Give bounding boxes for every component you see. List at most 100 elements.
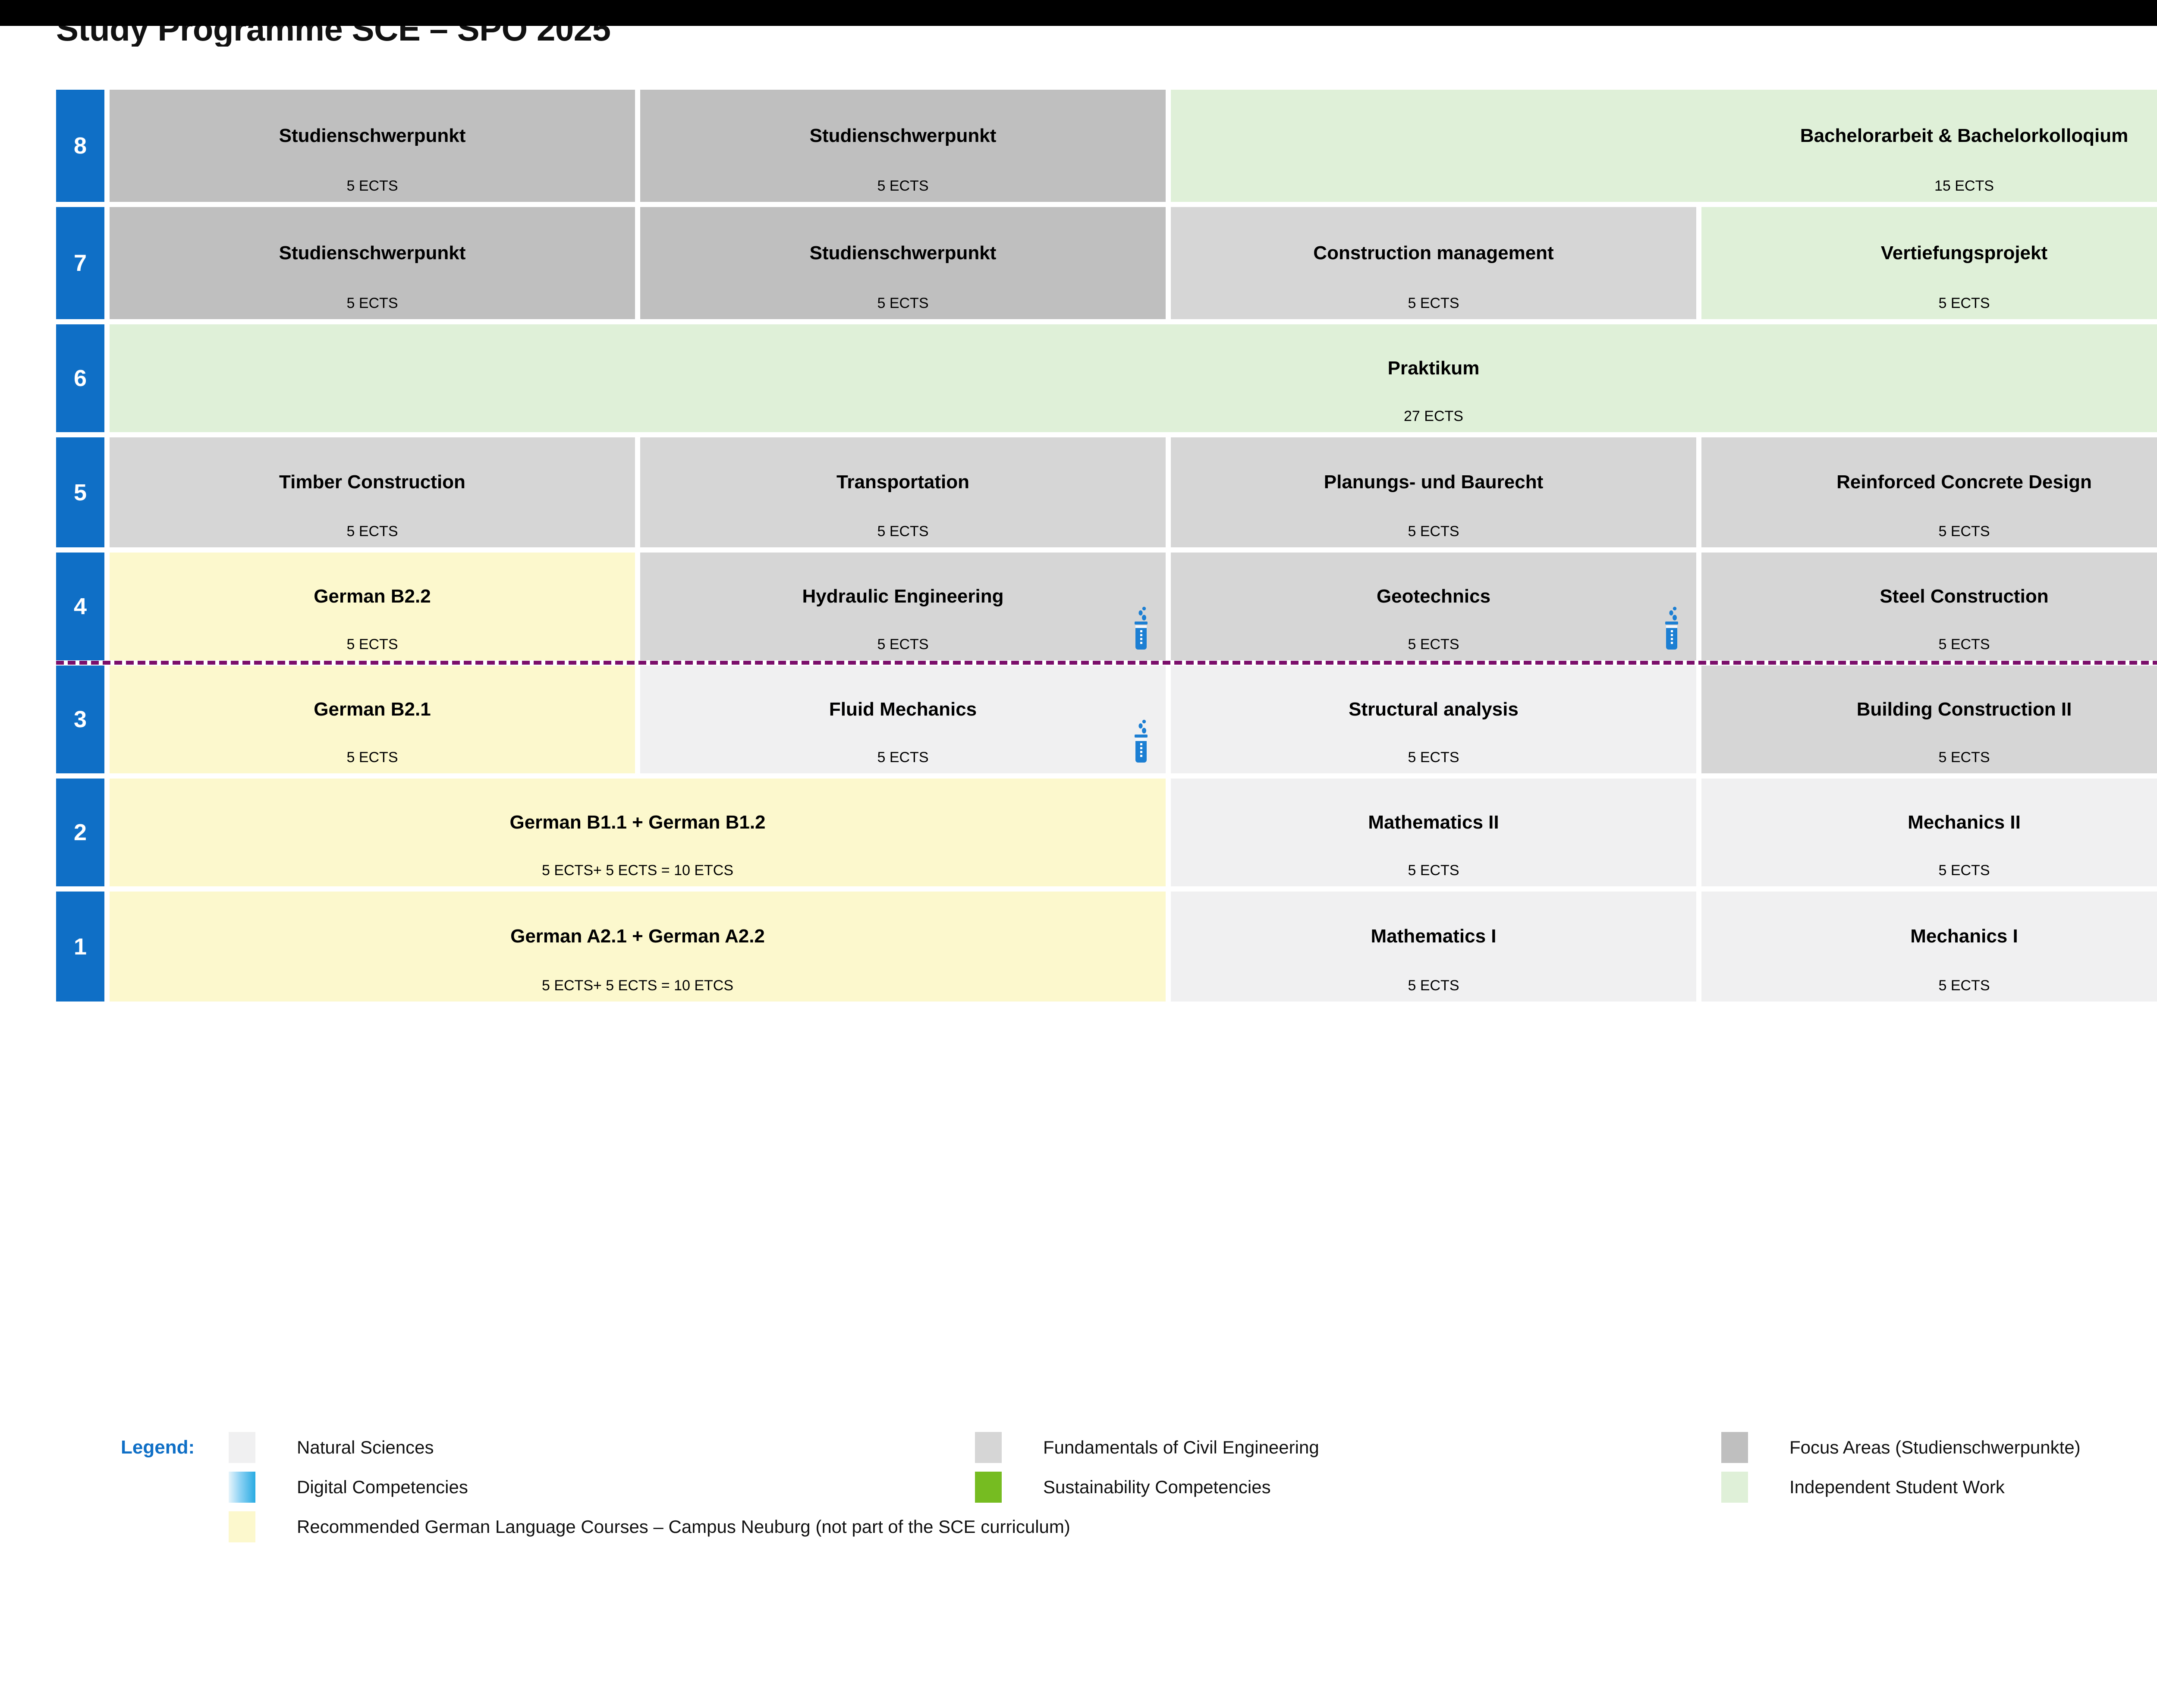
course-ects: 5 ECTS: [346, 636, 398, 653]
semester-number-3: 3: [56, 666, 104, 773]
legend-swatch-focus: [1721, 1432, 1748, 1463]
course-ects: 5 ECTS: [1938, 862, 1990, 879]
legend-swatch-indep: [1721, 1472, 1748, 1503]
legend-item: Independent Student Work: [1721, 1472, 2005, 1503]
course-ects: 5 ECTS: [346, 178, 398, 194]
slide-top-band: [0, 0, 2157, 26]
legend-swatch-fund: [975, 1432, 1002, 1463]
legend-label: Fundamentals of Civil Engineering: [1043, 1437, 1319, 1457]
course-name: Building Construction II: [1856, 698, 2072, 720]
course-ects: 5 ECTS: [1938, 749, 1990, 766]
legend-item: Sustainability Competencies: [975, 1472, 1721, 1503]
course-name: Structural analysis: [1349, 698, 1519, 720]
course-cell[interactable]: Structural analysis 5 ECTS: [1171, 666, 1696, 773]
course-cell[interactable]: Timber Construction 5 ECTS: [110, 437, 635, 547]
course-ects: 27 ECTS: [1404, 408, 1463, 424]
legend-label: Focus Areas (Studienschwerpunkte): [1789, 1437, 2081, 1457]
course-name: Hydraulic Engineering: [802, 585, 1004, 607]
course-name: German B2.1: [314, 698, 431, 720]
legend-item: Recommended German Language Courses – Ca…: [229, 1511, 1070, 1542]
course-ects: 5 ECTS: [877, 178, 929, 194]
course-ects: 5 ECTS: [1408, 523, 1459, 540]
semester-number-4: 4: [56, 553, 104, 660]
course-cell[interactable]: Hydraulic Engineering 5 ECTS: [640, 553, 1166, 660]
course-cell[interactable]: Steel Construction 5 ECTS: [1701, 553, 2157, 660]
course-name: German A2.1 + German A2.2: [510, 926, 765, 947]
course-name: Mathematics II: [1368, 811, 1499, 833]
course-name: Timber Construction: [279, 471, 465, 493]
course-cell[interactable]: Building Construction II 5 ECTS: [1701, 666, 2157, 773]
course-cell[interactable]: Praktikum 27 ECTS: [110, 324, 2157, 432]
course-cell[interactable]: Mechanics II 5 ECTS: [1701, 779, 2157, 886]
course-ects: 5 ECTS: [1408, 977, 1459, 994]
course-name: Planungs- und Baurecht: [1324, 471, 1544, 493]
course-cell[interactable]: German B2.2 5 ECTS: [110, 553, 635, 660]
course-name: German B1.1 + German B1.2: [509, 811, 766, 833]
course-cell[interactable]: Construction management 5 ECTS: [1171, 207, 1696, 319]
course-name: Vertiefungsprojekt: [1880, 242, 2048, 264]
course-cell[interactable]: Planungs- und Baurecht 5 ECTS: [1171, 437, 1696, 547]
course-ects: 5 ECTS: [346, 295, 398, 311]
semester-number-7: 7: [56, 207, 104, 319]
course-ects: 5 ECTS: [1408, 636, 1459, 653]
study-phase-divider: [56, 661, 2157, 665]
semester-number-1: 1: [56, 892, 104, 1002]
semester-number-2: 2: [56, 779, 104, 886]
course-ects: 5 ECTS: [877, 636, 929, 653]
course-name: Studienschwerpunkt: [279, 242, 466, 264]
legend-item: Focus Areas (Studienschwerpunkte): [1721, 1432, 2157, 1463]
legend-swatch-nat: [229, 1432, 255, 1463]
course-ects: 5 ECTS: [1938, 523, 1990, 540]
course-ects: 5 ECTS: [1408, 862, 1459, 879]
course-ects: 15 ECTS: [1934, 178, 1994, 194]
course-name: Mathematics I: [1371, 926, 1497, 947]
semester-row-4: 4 German B2.2 5 ECTS Hydraulic Engineering 5…: [56, 553, 2157, 660]
course-name: Praktikum: [1387, 357, 1480, 379]
legend-swatch-sus-solid: [975, 1472, 1002, 1503]
course-ects: 5 ECTS: [1408, 749, 1459, 766]
course-ects: 5 ECTS: [1938, 636, 1990, 653]
course-ects: 5 ECTS+ 5 ECTS = 10 ETCS: [541, 862, 734, 879]
legend-swatch-lang: [229, 1511, 255, 1542]
semester-row-2: 2 German B1.1 + German B1.2 5 ECTS+ 5 ECTS…: [56, 779, 2157, 886]
semester-number-5: 5: [56, 437, 104, 547]
course-cell[interactable]: Studienschwerpunkt 5 ECTS: [640, 90, 1166, 202]
course-cell[interactable]: Studienschwerpunkt 5 ECTS: [110, 207, 635, 319]
legend-label: Recommended German Language Courses – Ca…: [297, 1516, 1070, 1537]
course-name: Studienschwerpunkt: [809, 242, 997, 264]
course-name: Mechanics II: [1908, 811, 2021, 833]
course-name: German B2.2: [314, 585, 431, 607]
legend-label: Natural Sciences: [297, 1437, 434, 1457]
page-title: Study Programme SCE – SPO 2025: [56, 26, 611, 47]
course-ects: 5 ECTS: [1938, 295, 1990, 311]
course-ects: 5 ECTS: [1408, 295, 1459, 311]
course-cell[interactable]: Mathematics II 5 ECTS: [1171, 779, 1696, 886]
course-name: Studienschwerpunkt: [809, 125, 997, 146]
course-name: Steel Construction: [1880, 585, 2049, 607]
semester-number-8: 8: [56, 90, 104, 202]
semester-number-6: 6: [56, 324, 104, 432]
semester-row-5: 5 Timber Construction 5 ECTS Transportation…: [56, 437, 2157, 547]
course-cell[interactable]: Vertiefungsprojekt 5 ECTS: [1701, 207, 2157, 319]
laboratory-component-icon: [1662, 606, 1682, 651]
course-cell[interactable]: Mathematics I 5 ECTS: [1171, 892, 1696, 1002]
course-cell[interactable]: German B1.1 + German B1.2 5 ECTS+ 5 ECTS …: [110, 779, 1166, 886]
course-name: Construction management: [1313, 242, 1554, 264]
course-ects: 5 ECTS: [346, 523, 398, 540]
